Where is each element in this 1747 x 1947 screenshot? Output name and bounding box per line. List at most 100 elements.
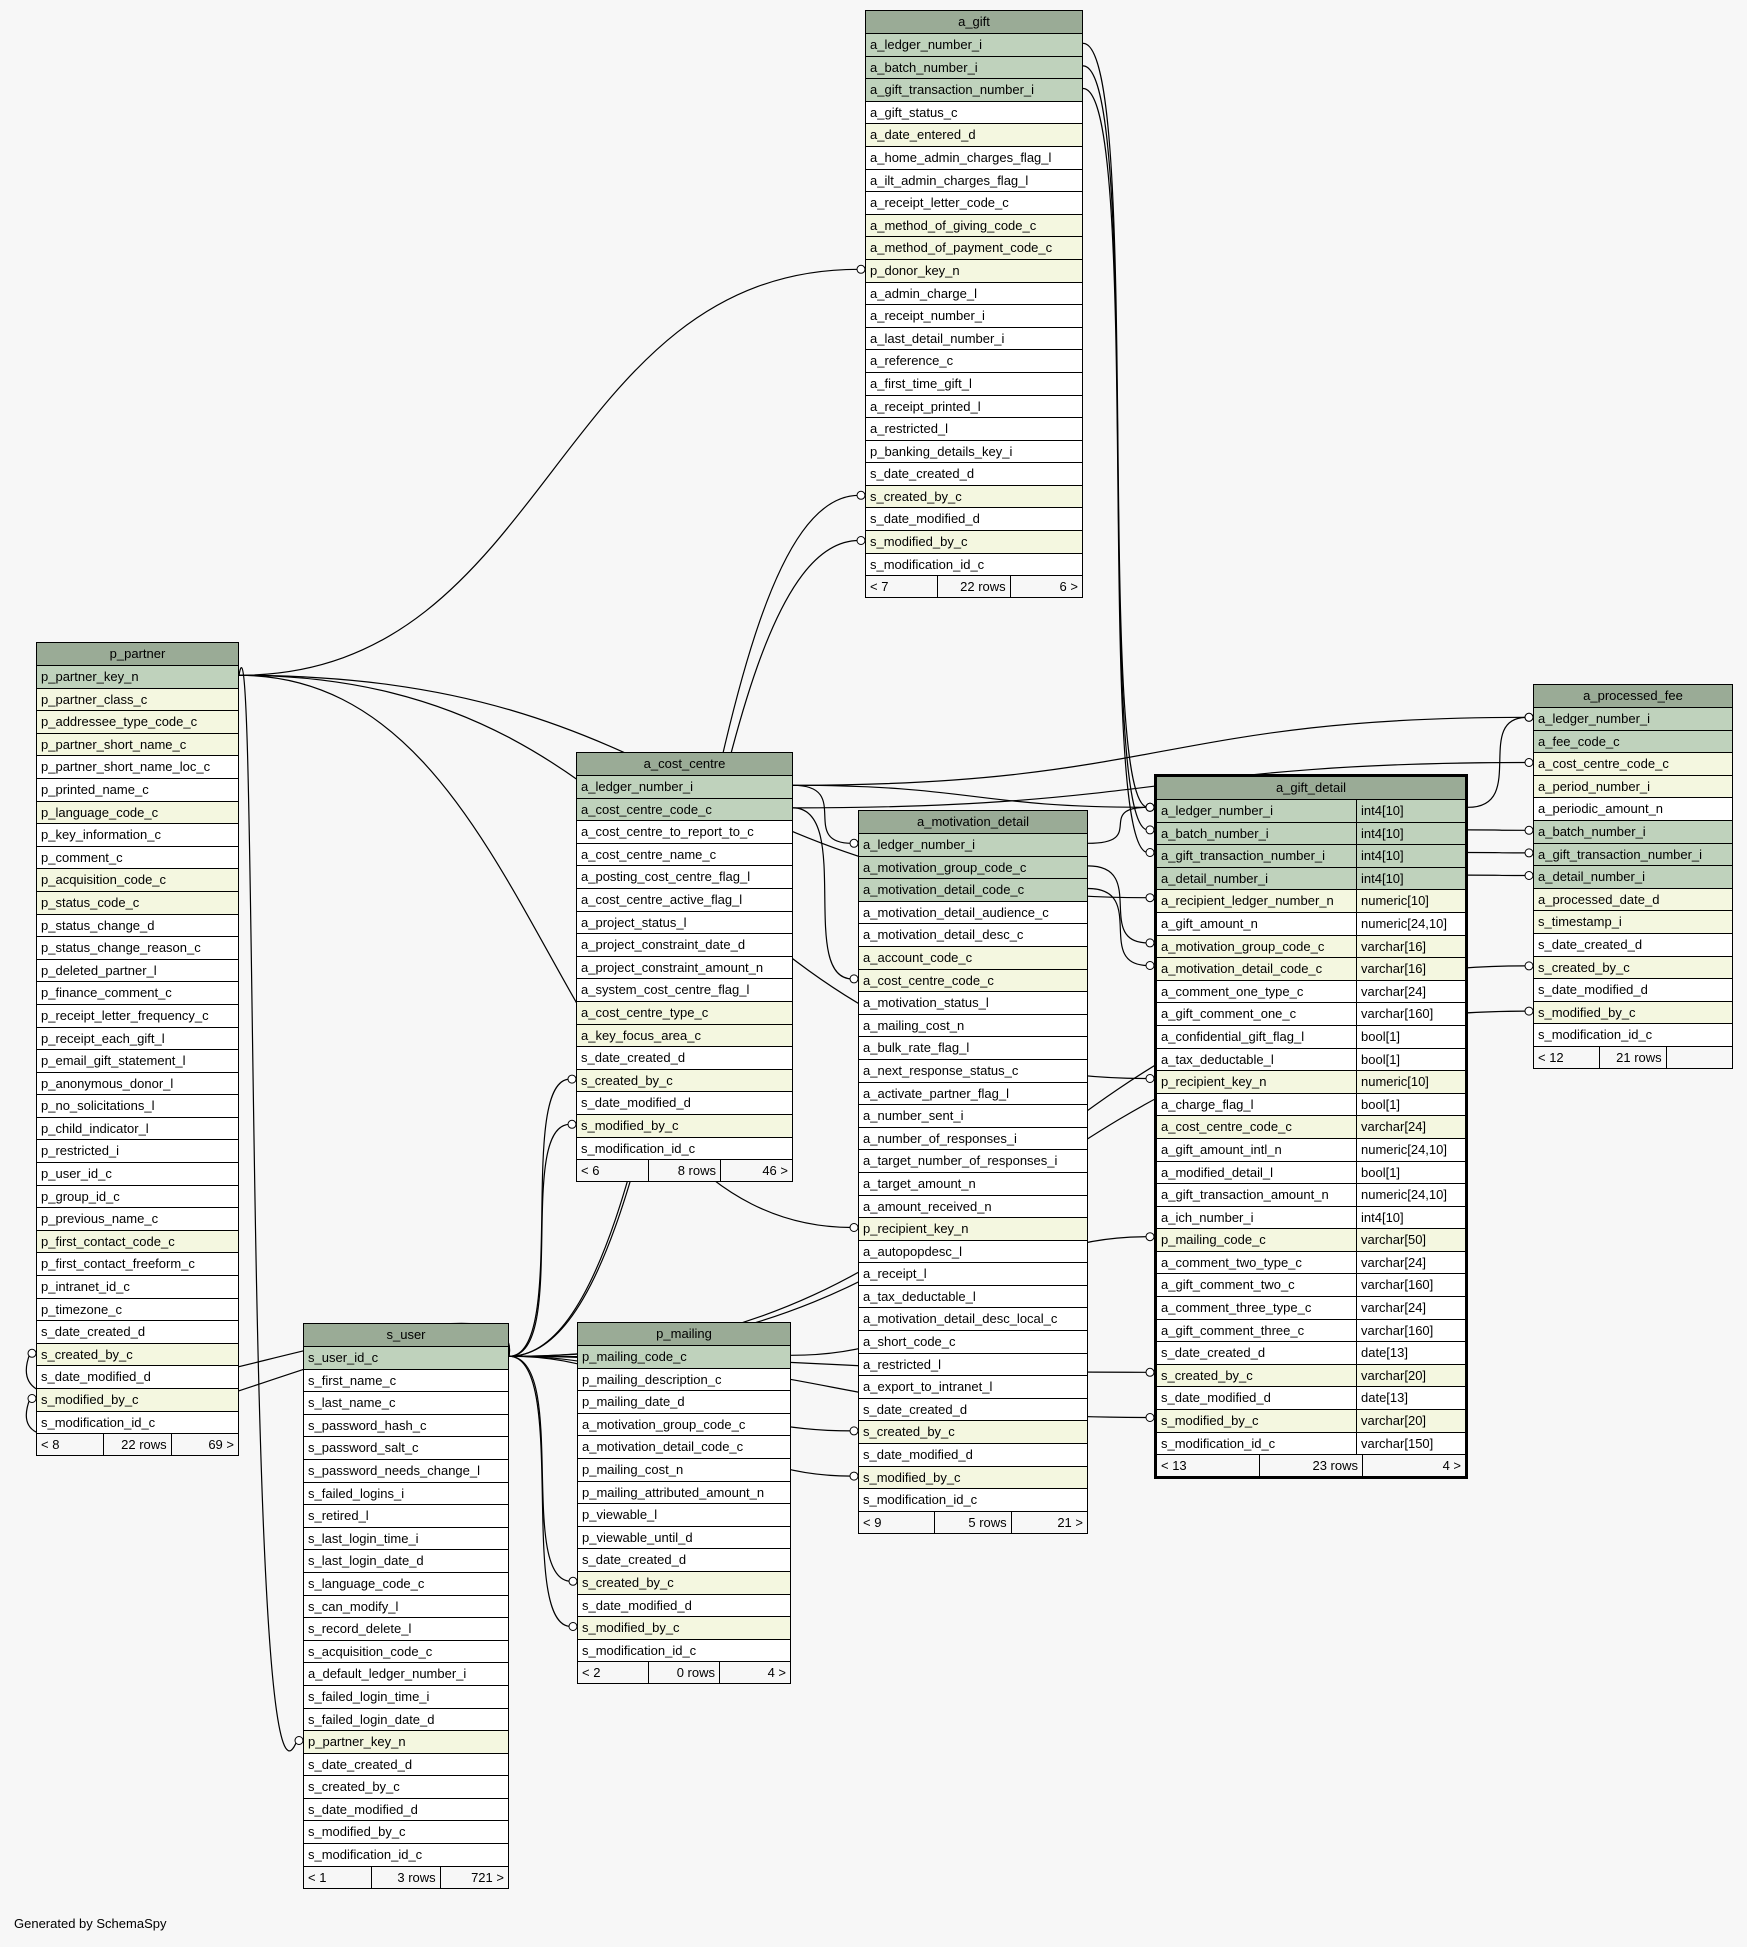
- column-row[interactable]: p_first_contact_freeform_c: [37, 1253, 238, 1277]
- column-row[interactable]: s_failed_login_date_d: [304, 1708, 508, 1732]
- column-row[interactable]: a_cost_centre_to_report_to_c: [577, 821, 792, 844]
- column-row[interactable]: p_status_change_reason_c: [37, 937, 238, 960]
- column-row[interactable]: s_acquisition_code_c: [304, 1640, 508, 1664]
- column-row[interactable]: p_child_indicator_l: [37, 1117, 238, 1141]
- column-row[interactable]: a_method_of_payment_code_c: [866, 237, 1082, 260]
- column-row[interactable]: p_status_code_c: [37, 891, 238, 915]
- column-row[interactable]: a_cost_centre_type_c: [577, 1001, 792, 1025]
- column-row[interactable]: a_motivation_detail_code_c: [578, 1436, 790, 1459]
- column-row[interactable]: a_cost_centre_code_c: [1534, 753, 1732, 776]
- column-row[interactable]: a_restricted_l: [859, 1353, 1087, 1377]
- column-row[interactable]: s_modification_id_c: [859, 1489, 1087, 1512]
- column-row[interactable]: a_batch_number_i: [1534, 820, 1732, 844]
- column-row[interactable]: a_motivation_detail_code_c: [859, 879, 1087, 902]
- column-row[interactable]: p_partner_short_name_c: [37, 733, 238, 757]
- column-row[interactable]: s_language_code_c: [304, 1572, 508, 1596]
- column-row[interactable]: s_created_by_c: [304, 1776, 508, 1799]
- column-row[interactable]: s_user_id_c: [304, 1347, 508, 1370]
- column-row[interactable]: p_partner_key_n: [304, 1731, 508, 1754]
- column-row[interactable]: a_batch_number_i: [866, 56, 1082, 80]
- column-row[interactable]: a_number_of_responses_i: [859, 1127, 1087, 1151]
- column-row[interactable]: a_next_response_status_c: [859, 1059, 1087, 1083]
- column-row[interactable]: s_date_modified_d: [578, 1594, 790, 1618]
- children-count-link[interactable]: 721 >: [439, 1866, 508, 1888]
- column-row[interactable]: a_motivation_detail_audience_c: [859, 901, 1087, 925]
- column-row[interactable]: p_mailing_code_c: [578, 1346, 790, 1369]
- column-row[interactable]: s_created_by_c: [37, 1343, 238, 1367]
- column-row[interactable]: a_project_constraint_amount_n: [577, 956, 792, 980]
- column-row[interactable]: a_receipt_letter_code_c: [866, 192, 1082, 215]
- column-row[interactable]: a_ledger_number_i: [577, 776, 792, 799]
- column-row[interactable]: p_donor_key_n: [866, 259, 1082, 283]
- table-title[interactable]: s_user: [304, 1324, 508, 1347]
- column-row[interactable]: a_method_of_giving_code_c: [866, 214, 1082, 238]
- column-row[interactable]: a_tax_deductable_l: [859, 1285, 1087, 1309]
- column-row[interactable]: p_key_information_c: [37, 824, 238, 847]
- column-row[interactable]: p_first_contact_code_c: [37, 1230, 238, 1254]
- column-row[interactable]: p_addressee_type_code_c: [37, 711, 238, 734]
- column-row[interactable]: p_recipient_key_n: [859, 1218, 1087, 1241]
- column-row[interactable]: s_date_modified_d: [577, 1092, 792, 1115]
- column-row[interactable]: a_motivation_detail_desc_local_c: [859, 1308, 1087, 1332]
- table-title[interactable]: p_mailing: [578, 1323, 790, 1346]
- column-row[interactable]: p_anonymous_donor_l: [37, 1072, 238, 1096]
- column-row[interactable]: p_banking_details_key_i: [866, 440, 1082, 464]
- column-row[interactable]: a_autopopdesc_l: [859, 1240, 1087, 1264]
- column-row[interactable]: s_can_modify_l: [304, 1595, 508, 1619]
- column-row[interactable]: s_modified_by_c: [578, 1617, 790, 1640]
- column-row[interactable]: a_gift_status_c: [866, 101, 1082, 125]
- column-row[interactable]: a_system_cost_centre_flag_l: [577, 979, 792, 1002]
- column-row[interactable]: s_first_name_c: [304, 1369, 508, 1393]
- column-row[interactable]: p_acquisition_code_c: [37, 869, 238, 892]
- column-row[interactable]: s_modified_by_c: [859, 1466, 1087, 1490]
- column-row[interactable]: s_last_name_c: [304, 1392, 508, 1415]
- children-count-link[interactable]: 6 >: [1009, 576, 1082, 598]
- column-row[interactable]: a_cost_centre_code_c: [577, 798, 792, 822]
- parents-count-link[interactable]: < 7: [870, 579, 889, 595]
- column-row[interactable]: a_period_number_i: [1534, 775, 1732, 799]
- column-row[interactable]: p_partner_key_n: [37, 666, 238, 689]
- column-row[interactable]: s_modification_id_c: [577, 1137, 792, 1161]
- column-row[interactable]: p_printed_name_c: [37, 778, 238, 802]
- column-row[interactable]: s_date_created_d: [37, 1321, 238, 1344]
- column-row[interactable]: p_finance_comment_c: [37, 982, 238, 1005]
- column-row[interactable]: p_deleted_partner_l: [37, 959, 238, 983]
- column-row[interactable]: a_project_constraint_date_d: [577, 934, 792, 957]
- column-row[interactable]: s_date_modified_d: [1534, 979, 1732, 1002]
- column-row[interactable]: a_receipt_number_i: [866, 305, 1082, 328]
- column-row[interactable]: a_activate_partner_flag_l: [859, 1082, 1087, 1106]
- table-title[interactable]: a_gift_detail: [1157, 777, 1465, 800]
- column-row[interactable]: a_gift_transaction_number_i: [1534, 843, 1732, 867]
- column-row[interactable]: s_last_login_time_i: [304, 1527, 508, 1551]
- column-row[interactable]: a_reference_c: [866, 350, 1082, 373]
- column-row[interactable]: s_timestamp_i: [1534, 911, 1732, 934]
- column-row[interactable]: a_ledger_number_i: [1534, 708, 1732, 731]
- column-row[interactable]: p_mailing_date_d: [578, 1391, 790, 1414]
- column-row[interactable]: s_modification_id_c: [1534, 1024, 1732, 1047]
- column-row[interactable]: s_modification_id_c: [866, 553, 1082, 577]
- column-row[interactable]: s_created_by_c: [859, 1421, 1087, 1445]
- column-row[interactable]: a_target_amount_n: [859, 1172, 1087, 1196]
- parents-count-link[interactable]: < 12: [1538, 1049, 1564, 1065]
- parents-count-link[interactable]: < 9: [863, 1514, 882, 1530]
